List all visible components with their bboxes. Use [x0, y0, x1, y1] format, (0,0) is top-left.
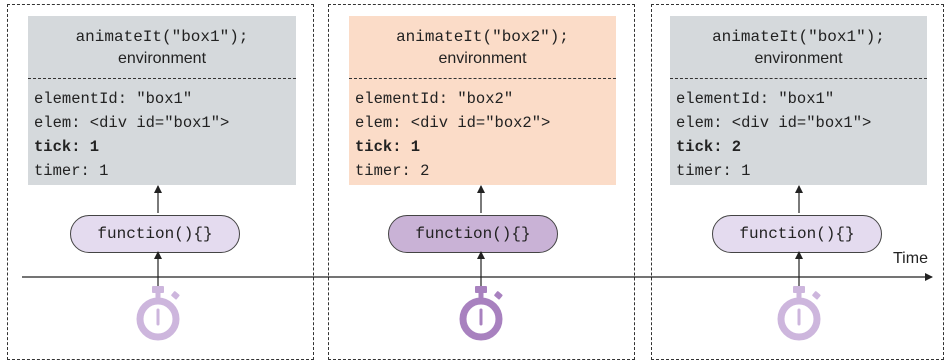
variable-element-id: elementId: "box1": [676, 90, 835, 108]
function-call-label: animateIt("box1");: [75, 28, 249, 46]
environment-title: environment: [438, 50, 527, 67]
function-call-label: animateIt("box2");: [396, 28, 569, 46]
variable-timer: timer: 1: [676, 162, 751, 180]
function-pill: function(){}: [388, 215, 558, 253]
time-axis-label: Time: [893, 250, 928, 267]
variable-tick: tick: 1: [34, 138, 100, 156]
environment-header: animateIt("box1"); environment: [28, 16, 296, 79]
environment-title: environment: [117, 50, 207, 67]
timeline-panel-3: animateIt("box1"); environment elementId…: [651, 4, 944, 360]
variable-elem: elem: <div id="box2">: [355, 114, 551, 132]
environment-header: animateIt("box2"); environment: [349, 16, 616, 79]
environment-title: environment: [754, 50, 843, 67]
variable-elem: elem: <div id="box1">: [34, 114, 230, 132]
environment-header: animateIt("box1"); environment: [670, 16, 927, 79]
function-pill: function(){}: [70, 215, 240, 253]
stopwatch-icon: [777, 286, 821, 341]
variable-element-id: elementId: "box1": [34, 90, 193, 108]
environment-variables: elementId: "box1" elem: <div id="box1"> …: [670, 79, 927, 183]
variable-timer: timer: 1: [34, 162, 109, 180]
environment-variables: elementId: "box1" elem: <div id="box1"> …: [28, 79, 296, 183]
variable-element-id: elementId: "box2": [355, 90, 514, 108]
variable-tick: tick: 1: [355, 138, 421, 156]
timeline-panel-2: animateIt("box2"); environment elementId…: [328, 4, 635, 360]
variable-timer: timer: 2: [355, 162, 430, 180]
variable-tick: tick: 2: [676, 138, 742, 156]
environment-box: animateIt("box1"); environment elementId…: [28, 16, 296, 185]
timeline-panel-1: animateIt("box1"); environment elementId…: [7, 4, 314, 360]
variable-elem: elem: <div id="box1">: [676, 114, 872, 132]
environment-box: animateIt("box2"); environment elementId…: [349, 16, 616, 185]
function-call-label: animateIt("box1");: [712, 28, 885, 46]
environment-variables: elementId: "box2" elem: <div id="box2"> …: [349, 79, 616, 183]
environment-box: animateIt("box1"); environment elementId…: [670, 16, 927, 185]
stopwatch-icon: [459, 286, 503, 341]
stopwatch-icon: [136, 286, 180, 341]
